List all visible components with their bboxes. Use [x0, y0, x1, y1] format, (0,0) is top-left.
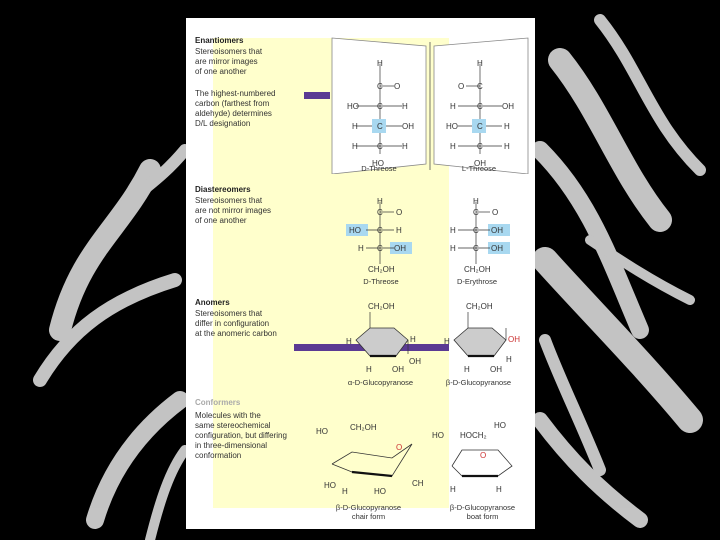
caption-beta-glucopyranose: β-D-Glucopyranose: [445, 378, 512, 387]
diastereomers-definition: Stereoisomers that are not mirror images…: [195, 196, 272, 225]
atom-label: H: [473, 197, 479, 206]
atom-label: C: [377, 244, 383, 253]
atom-label: CH₂OH: [368, 265, 395, 274]
atom-label: OH: [409, 357, 421, 366]
atom-label: H: [366, 365, 372, 374]
atom-label: H: [352, 122, 358, 131]
diastereomers-structures: H C O HO C H H C OH CH₂OH H C O H C OH H…: [346, 197, 510, 274]
atom-label: HO: [494, 421, 506, 430]
atom-label: CH₂OH: [464, 265, 491, 274]
dl-designation-note: The highest-numbered carbon (farthest fr…: [195, 89, 276, 128]
atom-label: HO: [372, 159, 384, 168]
atom-label: HO: [347, 102, 359, 111]
caption-d-threose-2: D-Threose: [363, 277, 399, 286]
atom-label: OH: [394, 244, 406, 253]
atom-label: OH: [502, 102, 514, 111]
atom-label: H: [346, 337, 352, 346]
atom-label: C: [473, 244, 479, 253]
atom-label: H: [342, 487, 348, 496]
atom-label: O: [492, 208, 498, 217]
atom-label: H: [377, 59, 383, 68]
anomers-heading: Anomers: [195, 298, 230, 307]
atom-label: C: [377, 122, 383, 131]
conformers-definition: Molecules with the same stereochemical c…: [195, 411, 287, 460]
caption-d-erythrose: D-Erythrose: [456, 277, 497, 286]
atom-label: OH: [491, 244, 503, 253]
atom-label: H: [450, 226, 456, 235]
atom-label: H: [496, 485, 502, 494]
atom-label: C: [477, 82, 483, 91]
atom-label: H: [377, 197, 383, 206]
enantiomers-definition: Stereoisomers that are mirror images of …: [195, 47, 263, 76]
atom-label: H: [506, 355, 512, 364]
anomers-structures: CH₂OH CH₂OH H OH H OH H H H OH H OH: [346, 302, 520, 374]
atom-label: C: [477, 122, 483, 131]
atom-label: C: [477, 142, 483, 151]
atom-label: H: [504, 122, 510, 131]
atom-label: H: [450, 142, 456, 151]
atom-label: H: [450, 485, 456, 494]
atom-label: H: [450, 244, 456, 253]
atom-label: HO: [316, 427, 328, 436]
caption-d-threose: D-Threose: [361, 164, 397, 173]
atom-label: O: [396, 208, 402, 217]
atom-label: C: [473, 226, 479, 235]
atom-label: O: [394, 82, 400, 91]
atom-label: C: [377, 102, 383, 111]
atom-label: H: [352, 142, 358, 151]
anomers-definition: Stereoisomers that differ in configurati…: [195, 309, 277, 338]
atom-label: H: [444, 337, 450, 346]
atom-label: C: [377, 82, 383, 91]
atom-label: HO: [349, 226, 361, 235]
caption-l-threose: L-Threose: [461, 164, 497, 173]
enantiomers-structures: H C O HO C H H C OH H C H HO H O C H C O…: [331, 37, 529, 174]
caption-boat-form: β-D-Glucopyranose boat form: [449, 503, 516, 521]
atom-label: OH: [490, 365, 502, 374]
atom-label: C: [377, 142, 383, 151]
atom-label: HOCH₂: [460, 431, 487, 440]
atom-label: H: [410, 335, 416, 344]
atom-label: OH: [402, 122, 414, 131]
caption-chair-form: β-D-Glucopyranose chair form: [335, 503, 402, 521]
atom-label: HO: [324, 481, 336, 490]
atom-label: H: [504, 142, 510, 151]
atom-label: CH: [412, 479, 424, 488]
atom-label: H: [464, 365, 470, 374]
atom-label: OH: [491, 226, 503, 235]
atom-label: O: [480, 451, 486, 460]
diastereomers-heading: Diastereomers: [195, 185, 251, 194]
conformers-heading: Conformers: [195, 398, 241, 407]
atom-label: OH: [508, 335, 520, 344]
stereoisomer-figure: Enantiomers Stereoisomers that are mirro…: [186, 18, 535, 529]
atom-label: HO: [446, 122, 458, 131]
atom-label: C: [477, 102, 483, 111]
enantiomers-heading: Enantiomers: [195, 36, 244, 45]
atom-label: C: [473, 208, 479, 217]
atom-label: O: [458, 82, 464, 91]
atom-label: C: [377, 226, 383, 235]
atom-label: OH: [474, 159, 486, 168]
atom-label: H: [402, 102, 408, 111]
atom-label: H: [358, 244, 364, 253]
atom-label: H: [450, 102, 456, 111]
conformers-structures: HO CH₂OH O HO H HO CH HO HOCH₂ HO O H H: [316, 421, 513, 496]
highlight-bar-top: [304, 92, 330, 99]
atom-label: H: [396, 226, 402, 235]
atom-label: HO: [432, 431, 444, 440]
atom-label: CH₂OH: [466, 302, 493, 311]
atom-label: O: [396, 443, 402, 452]
atom-label: H: [402, 142, 408, 151]
atom-label: HO: [374, 487, 386, 496]
atom-label: C: [377, 208, 383, 217]
atom-label: CH₂OH: [350, 423, 377, 432]
atom-label: H: [477, 59, 483, 68]
caption-alpha-glucopyranose: α-D-Glucopyranose: [347, 378, 414, 387]
atom-label: OH: [392, 365, 404, 374]
atom-label: CH₂OH: [368, 302, 395, 311]
